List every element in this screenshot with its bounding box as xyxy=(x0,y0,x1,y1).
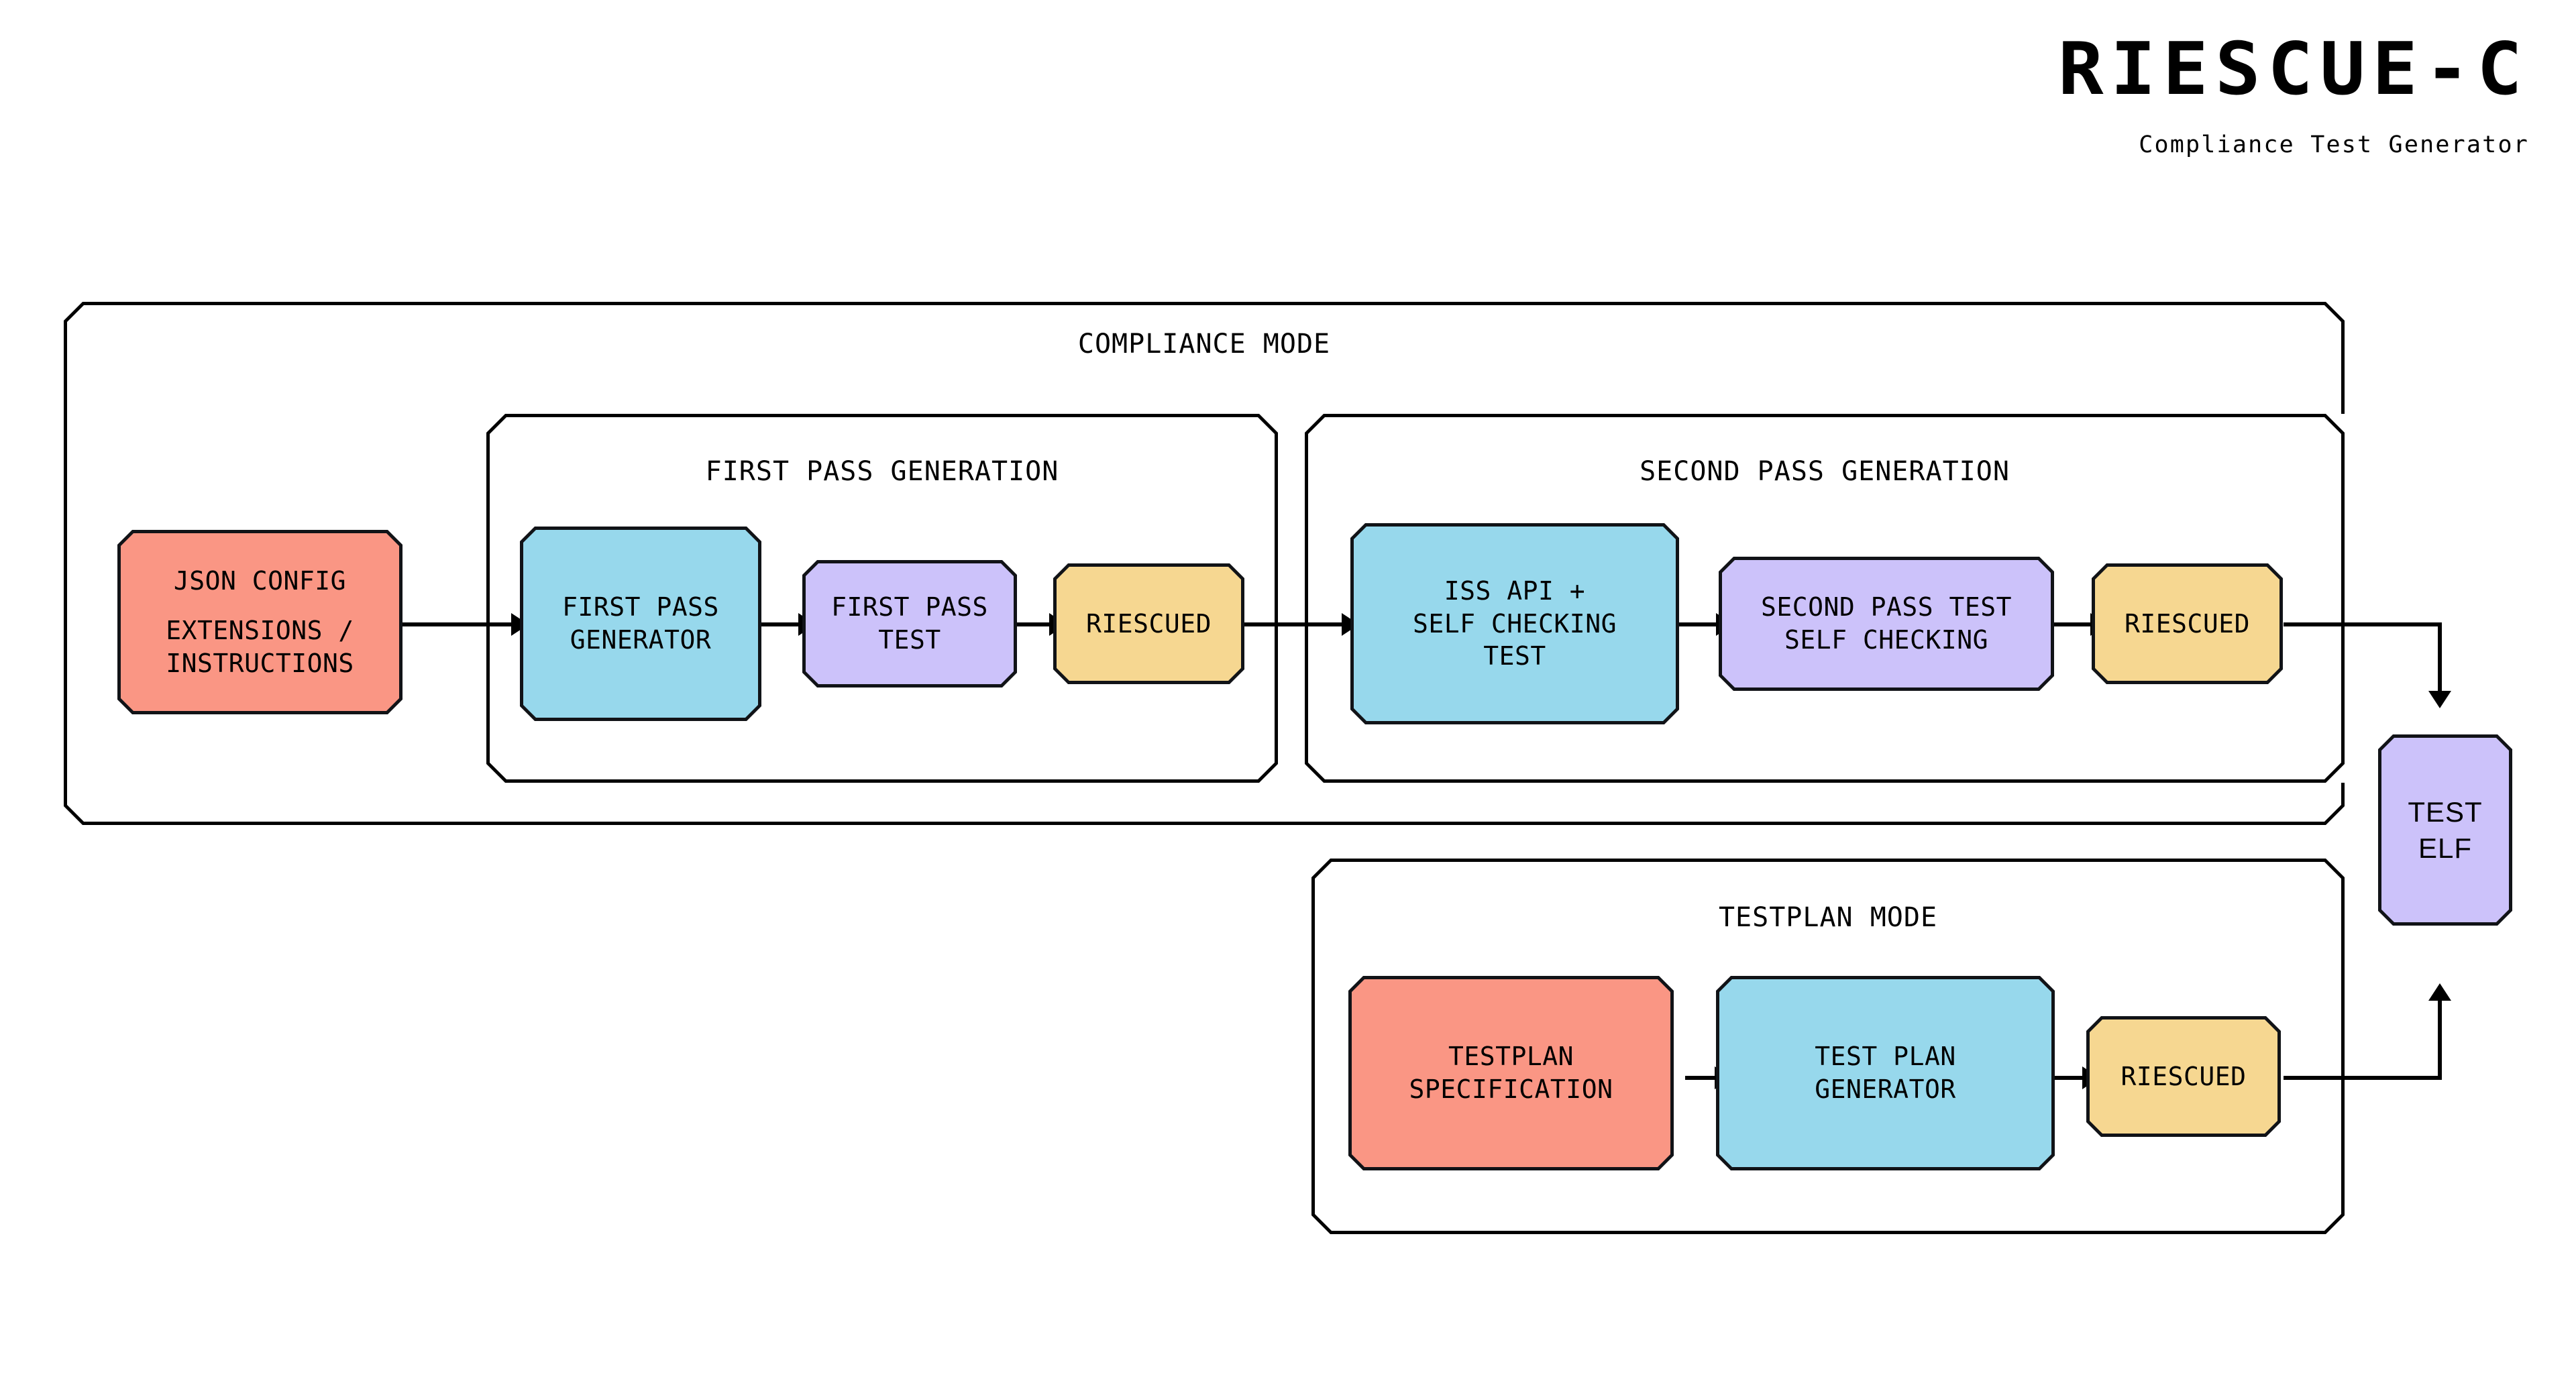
connector-riescued-to-issapi xyxy=(1242,622,1350,626)
node-riescued-first-pass[interactable]: RIESCUED xyxy=(1053,563,1244,684)
node-testplan-specification-label: TESTPLAN SPECIFICATION xyxy=(1409,1042,1613,1104)
node-iss-api-label: ISS API + SELF CHECKING TEST xyxy=(1413,576,1617,671)
connector-testplan-to-testelf-vertical xyxy=(2438,999,2442,1080)
node-riescued-second-pass-fill xyxy=(2095,567,2279,681)
node-iss-api-fill xyxy=(1354,527,1676,721)
node-testplan-specification-fill xyxy=(1352,979,1670,1167)
node-test-elf-fill xyxy=(2381,738,2509,922)
node-first-pass-test-label: FIRST PASS TEST xyxy=(831,592,988,655)
node-first-pass-generator-label: FIRST PASS GENERATOR xyxy=(562,592,719,655)
node-test-plan-generator-fill xyxy=(1719,979,2051,1167)
node-second-pass-test-fill xyxy=(1722,560,2051,687)
node-json-config-fill xyxy=(121,533,399,711)
connector-testplan-to-testelf-horizontal xyxy=(2284,1076,2442,1080)
connector-generator-to-test xyxy=(759,622,802,626)
node-riescued-second-pass[interactable]: RIESCUED xyxy=(2092,563,2283,684)
node-test-elf[interactable]: TEST ELF xyxy=(2378,734,2512,926)
node-json-config-labels: JSON CONFIG EXTENSIONS / INSTRUCTIONS xyxy=(160,565,360,680)
node-riescued-testplan-label: RIESCUED xyxy=(2121,1061,2247,1091)
node-first-pass-test[interactable]: FIRST PASS TEST xyxy=(802,560,1017,687)
node-second-pass-test-label: SECOND PASS TEST SELF CHECKING xyxy=(1760,592,2012,655)
node-riescued-testplan-fill xyxy=(2090,1020,2277,1134)
second-pass-generation-title: SECOND PASS GENERATION xyxy=(1640,456,2010,487)
node-iss-api-self-checking-test[interactable]: ISS API + SELF CHECKING TEST xyxy=(1350,523,1679,724)
testplan-mode-title: TESTPLAN MODE xyxy=(1718,902,1938,933)
node-test-plan-generator[interactable]: TEST PLAN GENERATOR xyxy=(1716,976,2055,1170)
app-subtitle: Compliance Test Generator xyxy=(2139,131,2529,158)
node-test-plan-generator-label: TEST PLAN GENERATOR xyxy=(1815,1042,1956,1104)
connector-config-to-firstpass xyxy=(401,622,515,626)
arrowhead-into-testelf-top xyxy=(2428,691,2451,708)
connector-riescued-to-testelf-horizontal xyxy=(2284,622,2442,626)
node-riescued-first-pass-label: RIESCUED xyxy=(1085,608,1212,639)
first-pass-generation-title: FIRST PASS GENERATION xyxy=(705,456,1059,487)
node-first-pass-generator-fill xyxy=(523,530,758,718)
compliance-mode-title: COMPLIANCE MODE xyxy=(1077,329,1331,360)
node-json-config[interactable]: JSON CONFIG EXTENSIONS / INSTRUCTIONS xyxy=(117,530,402,714)
connector-secondpasstest-to-riescued xyxy=(2051,622,2094,626)
connector-test-to-riescued xyxy=(1010,622,1053,626)
node-json-config-line2: EXTENSIONS / INSTRUCTIONS xyxy=(166,616,354,678)
node-second-pass-test-self-checking[interactable]: SECOND PASS TEST SELF CHECKING xyxy=(1719,557,2054,691)
node-test-elf-label: TEST ELF xyxy=(2408,795,2483,864)
node-riescued-testplan[interactable]: RIESCUED xyxy=(2086,1016,2281,1137)
node-first-pass-generator[interactable]: FIRST PASS GENERATOR xyxy=(520,527,761,721)
connector-issapi-to-secondpasstest xyxy=(1677,622,1720,626)
app-logo-title: RIESCUE-C xyxy=(2057,27,2529,111)
node-riescued-first-pass-fill xyxy=(1057,567,1241,681)
node-testplan-specification[interactable]: TESTPLAN SPECIFICATION xyxy=(1348,976,1674,1170)
connector-planner-to-riescued xyxy=(2053,1076,2086,1080)
node-first-pass-test-fill xyxy=(806,563,1014,684)
node-riescued-second-pass-label: RIESCUED xyxy=(2124,608,2251,639)
node-json-config-line1: JSON CONFIG xyxy=(173,565,347,596)
connector-spec-to-planner xyxy=(1685,1076,1719,1080)
brand-header: RIESCUE-C Compliance Test Generator xyxy=(2058,34,2529,159)
connector-riescued-to-testelf-vertical xyxy=(2438,622,2442,696)
arrowhead-into-testelf-bottom xyxy=(2428,983,2451,1001)
